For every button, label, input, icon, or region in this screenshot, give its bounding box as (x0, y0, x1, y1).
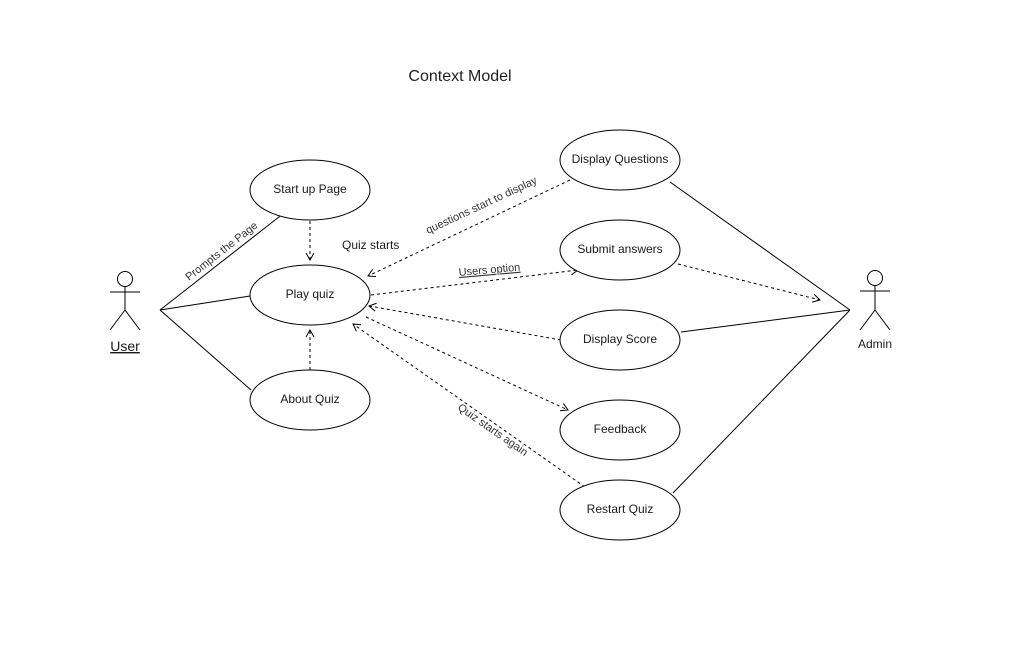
usecase-label: Display Questions (572, 152, 669, 166)
usecase-label: Feedback (594, 422, 648, 436)
usecase-label: Start up Page (273, 182, 347, 196)
usecase-label: About Quiz (280, 392, 339, 406)
actor-admin: Admin (858, 270, 892, 351)
actor-user-label: User (110, 338, 140, 354)
usecase-label: Play quiz (286, 287, 335, 301)
usecase-about-quiz: About Quiz (249, 369, 371, 431)
usecase-label: Submit answers (577, 242, 662, 256)
usecase-display-score: Display Score (559, 309, 681, 371)
dep-display-questions-play (367, 179, 571, 278)
assoc-admin-display-score (680, 309, 851, 333)
actor-user: User (109, 271, 141, 354)
usecase-label: Display Score (583, 332, 657, 346)
edge-label-questions-start: questions start to display (424, 174, 539, 236)
stick-figure-icon (859, 270, 891, 331)
usecase-label: Restart Quiz (587, 502, 654, 516)
assoc-user-play (159, 295, 251, 311)
usecase-display-questions: Display Questions (559, 129, 681, 191)
dep-restart-play (352, 323, 586, 488)
assoc-admin-display-questions (669, 181, 851, 311)
usecase-play-quiz: Play quiz (249, 264, 371, 326)
actor-admin-label: Admin (858, 337, 892, 351)
edge-label-quiz-starts: Quiz starts (342, 238, 399, 252)
assoc-user-about (159, 309, 252, 391)
dep-submit-admin (677, 263, 821, 303)
edge-label-prompts: Prompts the Page (183, 220, 260, 284)
usecase-submit-answers: Submit answers (559, 219, 681, 281)
assoc-admin-restart (672, 309, 851, 494)
edge-label-users-option: Users option (458, 262, 521, 279)
dep-play-submit (370, 266, 580, 296)
assoc-user-startup (159, 212, 285, 311)
edge-label-quiz-again: Quiz starts again (455, 402, 530, 459)
diagram-title: Context Model (408, 68, 511, 85)
usecase-restart-quiz: Restart Quiz (559, 479, 681, 541)
dep-display-score-play (368, 302, 562, 341)
usecase-start-up-page: Start up Page (249, 159, 371, 221)
dep-play-feedback (365, 316, 569, 412)
usecase-feedback: Feedback (559, 399, 681, 461)
stick-figure-icon (109, 271, 141, 331)
